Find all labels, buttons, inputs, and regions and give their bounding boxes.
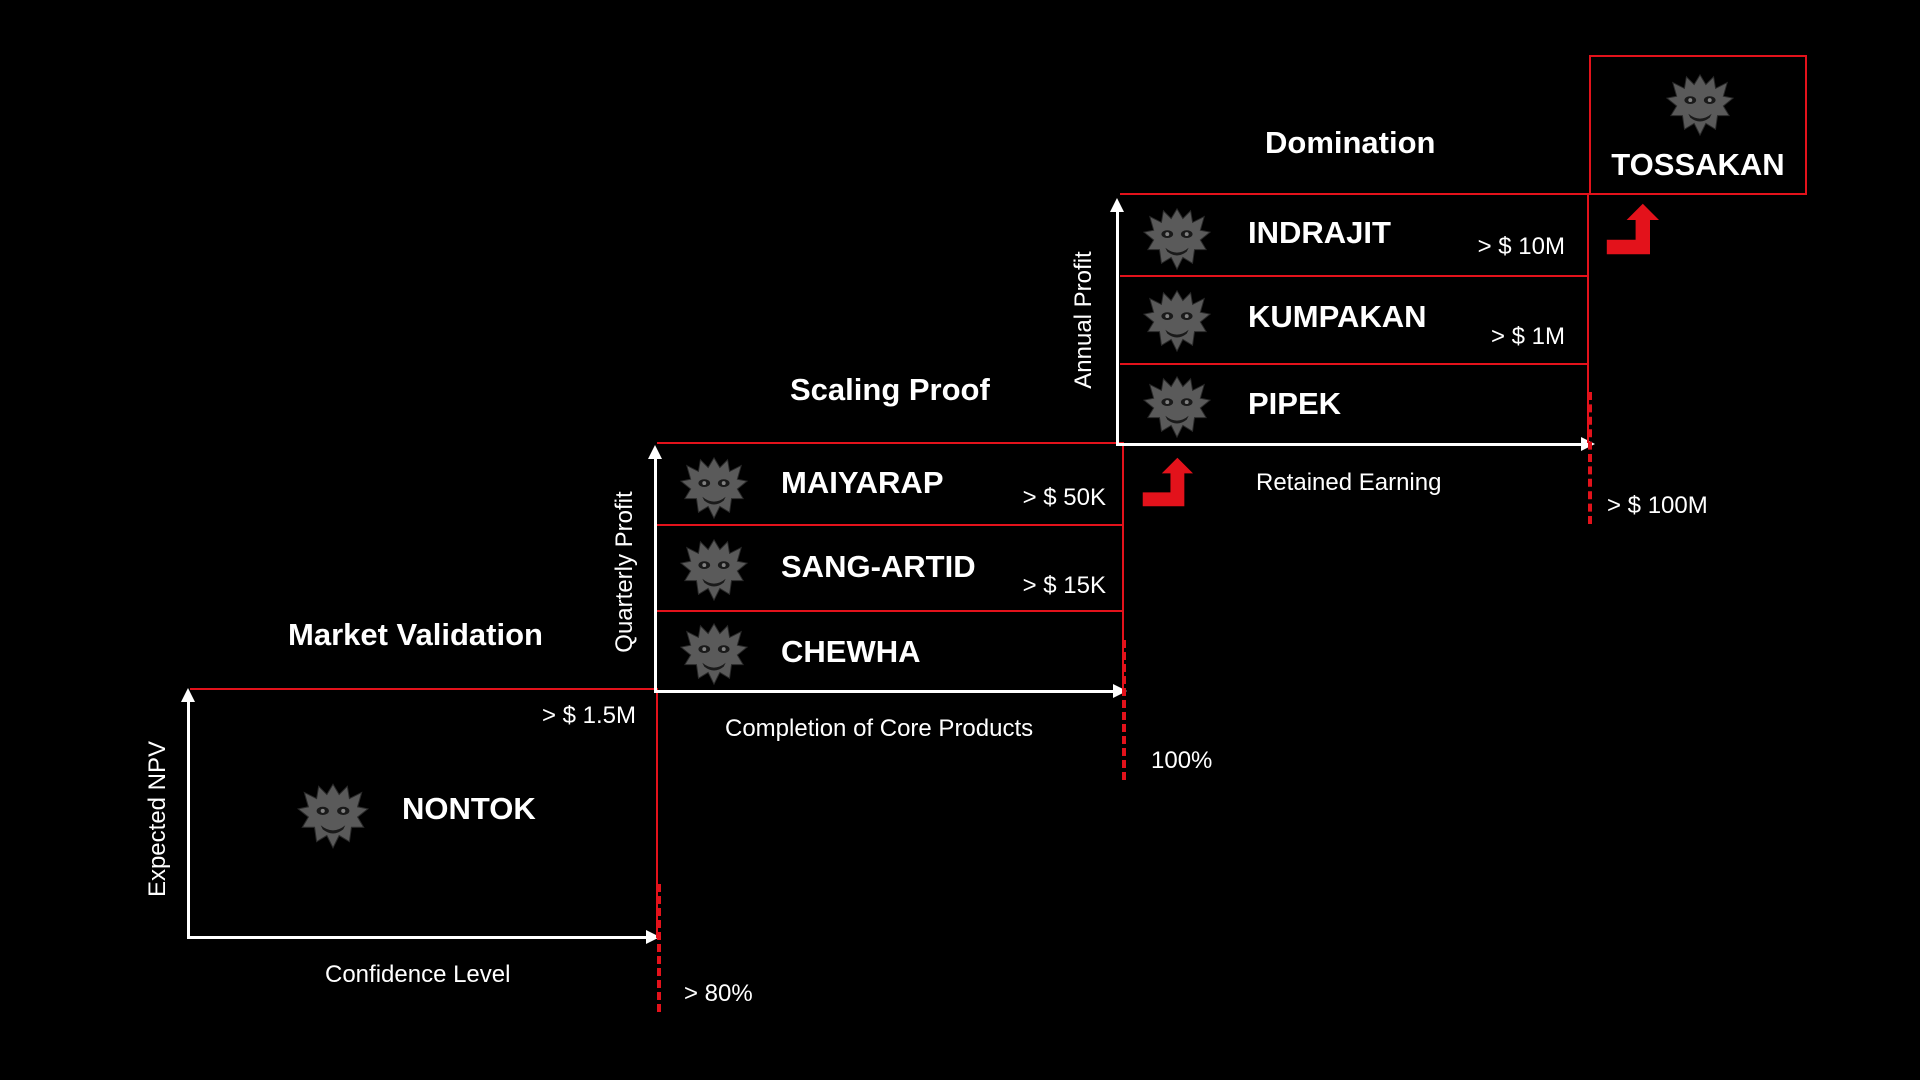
level-threshold-maiyarap: > $ 50K xyxy=(1022,484,1106,511)
milestone-market-validation: > 80% xyxy=(684,980,753,1007)
level-row-indrajit: INDRAJIT > $ 10M xyxy=(1120,195,1587,277)
mask-icon xyxy=(1138,371,1216,441)
milestone-line-scaling-proof xyxy=(1122,640,1126,780)
y-axis-arrowhead xyxy=(648,445,662,459)
level-name-kumpakan: KUMPAKAN xyxy=(1248,299,1427,334)
level-threshold-kumpakan: > $ 1M xyxy=(1490,323,1565,350)
final-name-tossakan: TOSSAKAN xyxy=(1611,147,1785,182)
level-name-nontok: NONTOK xyxy=(402,791,536,826)
level-stack-scaling-proof: MAIYARAP > $ 50K SANG-ARTID > $ 15K CHEW… xyxy=(657,442,1124,690)
level-name-pipek: PIPEK xyxy=(1248,386,1342,421)
mask-icon xyxy=(1661,69,1739,139)
up-arrow-icon xyxy=(1136,456,1198,508)
level-row-sang-artid: SANG-ARTID > $ 15K xyxy=(657,526,1122,612)
x-axis-scaling-proof xyxy=(654,690,1114,693)
stage-title-scaling-proof: Scaling Proof xyxy=(790,372,990,407)
stage-title-domination: Domination xyxy=(1265,125,1436,160)
level-row-kumpakan: KUMPAKAN > $ 1M xyxy=(1120,277,1587,365)
x-axis-label-confidence-level: Confidence Level xyxy=(325,961,511,988)
milestone-scaling-proof: 100% xyxy=(1151,747,1213,774)
level-stack-domination: INDRAJIT > $ 10M KUMPAKAN > $ 1M PIPEK xyxy=(1120,193,1589,443)
y-axis-scaling-proof xyxy=(654,452,657,690)
level-threshold-sang-artid: > $ 15K xyxy=(1022,572,1106,599)
mask-icon xyxy=(675,618,753,688)
x-axis-market-validation xyxy=(187,936,647,939)
up-arrow-icon xyxy=(1600,202,1664,256)
x-axis-label-retained-earning: Retained Earning xyxy=(1256,469,1442,496)
milestone-domination: > $ 100M xyxy=(1607,492,1708,519)
milestone-line-market-validation xyxy=(657,884,661,1012)
mask-icon xyxy=(675,452,753,522)
level-threshold-indrajit: > $ 10M xyxy=(1477,233,1565,260)
mask-icon xyxy=(675,534,753,604)
y-axis-arrowhead xyxy=(1110,198,1124,212)
level-name-chewha: CHEWHA xyxy=(781,634,921,669)
y-axis-arrowhead xyxy=(181,688,195,702)
y-axis-label-expected-npv: Expected NPV xyxy=(144,740,171,898)
y-axis-label-quarterly-profit: Quarterly Profit xyxy=(611,491,638,653)
stage-title-market-validation: Market Validation xyxy=(288,617,543,652)
y-axis-label-annual-profit: Annual Profit xyxy=(1070,251,1097,389)
y-axis-market-validation xyxy=(187,695,190,938)
mask-icon xyxy=(1138,285,1216,355)
x-axis-label-completion: Completion of Core Products xyxy=(725,715,1034,742)
level-name-indrajit: INDRAJIT xyxy=(1248,215,1391,250)
level-row-maiyarap: MAIYARAP > $ 50K xyxy=(657,444,1122,526)
mask-icon xyxy=(1138,203,1216,273)
y-axis-domination xyxy=(1116,205,1119,443)
x-axis-domination xyxy=(1116,443,1582,446)
mask-icon xyxy=(292,778,374,852)
final-box-tossakan: TOSSAKAN xyxy=(1589,55,1807,195)
level-threshold-nontok: > $ 1.5M xyxy=(541,702,636,729)
level-name-maiyarap: MAIYARAP xyxy=(781,465,944,500)
level-row-chewha: CHEWHA xyxy=(657,612,1122,690)
level-name-sang-artid: SANG-ARTID xyxy=(781,549,976,584)
level-box-nontok: NONTOK > $ 1.5M xyxy=(190,688,658,938)
level-row-pipek: PIPEK xyxy=(1120,365,1587,443)
milestone-line-domination xyxy=(1588,392,1592,524)
